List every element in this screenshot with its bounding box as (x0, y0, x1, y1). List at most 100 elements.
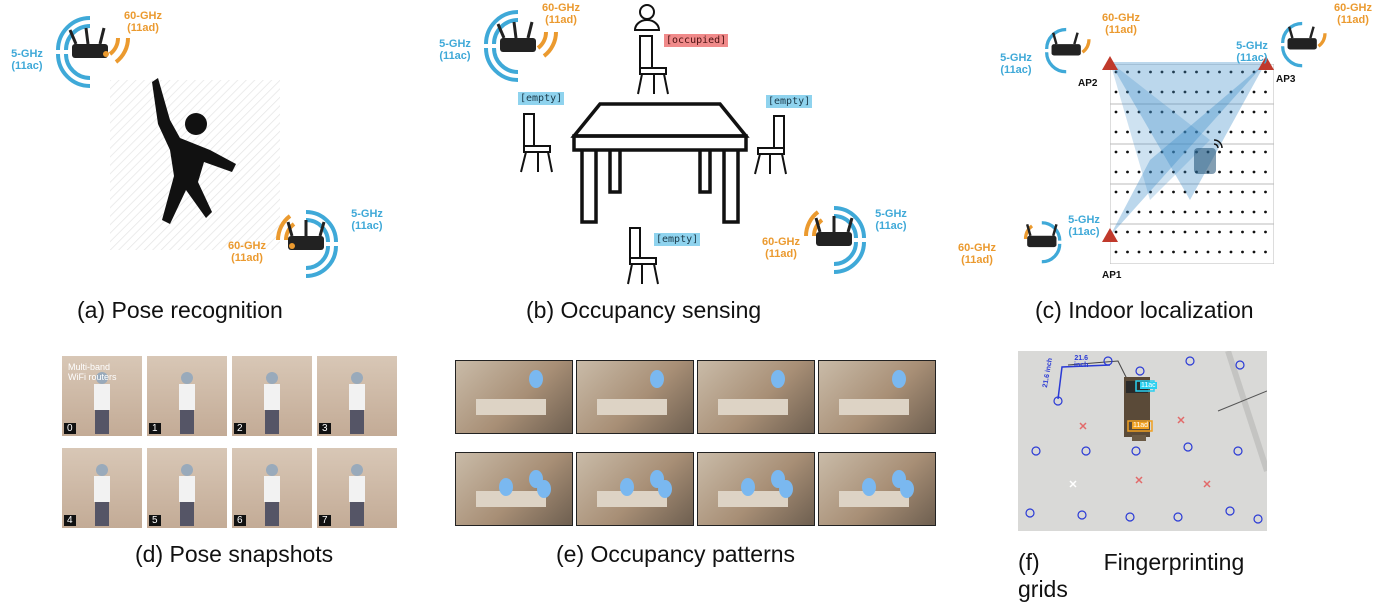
grid-dot (1252, 250, 1256, 254)
grid-dot (1149, 110, 1152, 114)
panel-c-indoor-localization: AP2 AP3 AP1 5-GHz (11ac) 60-GHz (11ad) 5… (950, 0, 1399, 300)
grid-dot (1264, 250, 1267, 254)
grid-dot (1172, 190, 1175, 194)
grid-dot (1183, 190, 1187, 194)
ap-marker-icon (1258, 56, 1274, 70)
grid-dot (1160, 150, 1164, 154)
grid-dot (1218, 210, 1221, 214)
ap2-label: AP2 (1078, 78, 1098, 89)
caption-f-line1: (f) Fingerprinting (1018, 549, 1245, 575)
router-icon (804, 206, 866, 274)
occupancy-snapshot (576, 360, 694, 434)
grid-dot (1149, 190, 1152, 194)
grid-dot (1218, 90, 1221, 94)
grid-dot (1149, 90, 1152, 94)
grid-dot (1183, 230, 1187, 234)
band-11ad-label: (11ad) (1105, 24, 1137, 36)
grid-dot (1172, 170, 1175, 174)
fingerprint-point (1077, 510, 1087, 520)
grid-dot (1252, 210, 1256, 214)
scene-overlay (597, 370, 667, 415)
grid-dot (1114, 110, 1118, 114)
grid-dot (1264, 190, 1267, 194)
person-figure (264, 372, 280, 434)
grid-dot (1252, 190, 1256, 194)
grid-dot (1149, 150, 1152, 154)
router-icon (484, 10, 558, 82)
coverage-overlay (1110, 62, 1266, 236)
grid-dot (1137, 110, 1141, 114)
grid-dot (1183, 70, 1187, 74)
grid-dot (1218, 230, 1221, 234)
grid-dot (1172, 70, 1175, 74)
scene-overlay (476, 470, 551, 507)
caption-f-line2: grids (1018, 576, 1068, 602)
grid-dot (1241, 150, 1244, 154)
grid-dot (1206, 190, 1210, 194)
floor-grid-overlay (1018, 351, 1267, 531)
grid-dot (1264, 90, 1267, 94)
grid-dot (1172, 150, 1175, 154)
grid-dot (1126, 110, 1129, 114)
grid-dot (1252, 90, 1256, 94)
grid-dot (1126, 230, 1129, 234)
grid-dot (1160, 230, 1164, 234)
grid-dot (1195, 190, 1198, 194)
grid-dot (1264, 150, 1267, 154)
grid-dot (1172, 110, 1175, 114)
scene-overlay (597, 470, 672, 507)
grid-dot (1252, 230, 1256, 234)
occupancy-snapshot (818, 452, 936, 526)
snapshot-number: 2 (234, 423, 246, 434)
band-11ac-label: (11ac) (439, 50, 471, 62)
panel-e-occupancy-patterns (455, 360, 937, 526)
grid-dot (1206, 70, 1210, 74)
overlay-line-2: WiFi routers (68, 372, 117, 382)
grid-dot (1160, 250, 1164, 254)
overlay-line-1: Multi-band (68, 362, 111, 372)
grid-dot (1241, 190, 1244, 194)
grid-dot (1149, 170, 1152, 174)
occupancy-snapshot (455, 452, 573, 526)
grid-dot (1218, 130, 1221, 134)
band-11ac-label: (11ac) (351, 220, 383, 232)
band-11ac-label: (11ac) (1000, 64, 1032, 76)
grid-dot (1114, 230, 1118, 234)
fingerprint-point (1185, 356, 1195, 366)
grid-dot (1195, 130, 1198, 134)
grid-dot (1114, 90, 1118, 94)
grid-dot (1252, 70, 1256, 74)
grid-dot (1241, 210, 1244, 214)
band-60ghz-label: 60-GHz (1102, 12, 1140, 24)
grid-dot (1218, 110, 1221, 114)
grid-dot (1126, 210, 1129, 214)
grid-dot (1183, 110, 1187, 114)
snapshot-number: 6 (234, 515, 246, 526)
scene-overlay (718, 470, 793, 507)
grid-dot (1229, 170, 1233, 174)
grid-dot (1241, 130, 1244, 134)
grid-dot (1264, 170, 1267, 174)
dim-h-value: 21.6 (1074, 355, 1088, 362)
grid-dot (1137, 70, 1141, 74)
grid-dot (1241, 170, 1244, 174)
grid-dot (1126, 150, 1129, 154)
person-figure (349, 464, 365, 526)
fingerprint-point (1233, 446, 1243, 456)
pose-snapshot: 7 (317, 448, 397, 528)
pose-snapshot: 6 (232, 448, 312, 528)
grid-dot (1252, 150, 1256, 154)
grid-dot (1137, 250, 1141, 254)
empty-tag: [empty] (766, 95, 813, 108)
person-figure (349, 372, 365, 434)
grid-dot (1137, 130, 1141, 134)
pose-snapshot: 2 (232, 356, 312, 436)
snapshot-number: 7 (319, 515, 331, 526)
scene-overlay (839, 370, 909, 415)
grid-dot (1183, 250, 1187, 254)
dim-horizontal-label: 21.6 inch (1074, 355, 1088, 369)
fingerprint-point (1135, 366, 1145, 376)
grid-dot (1137, 230, 1141, 234)
snapshot-number: 4 (64, 515, 76, 526)
pose-snapshot: 1 (147, 356, 227, 436)
